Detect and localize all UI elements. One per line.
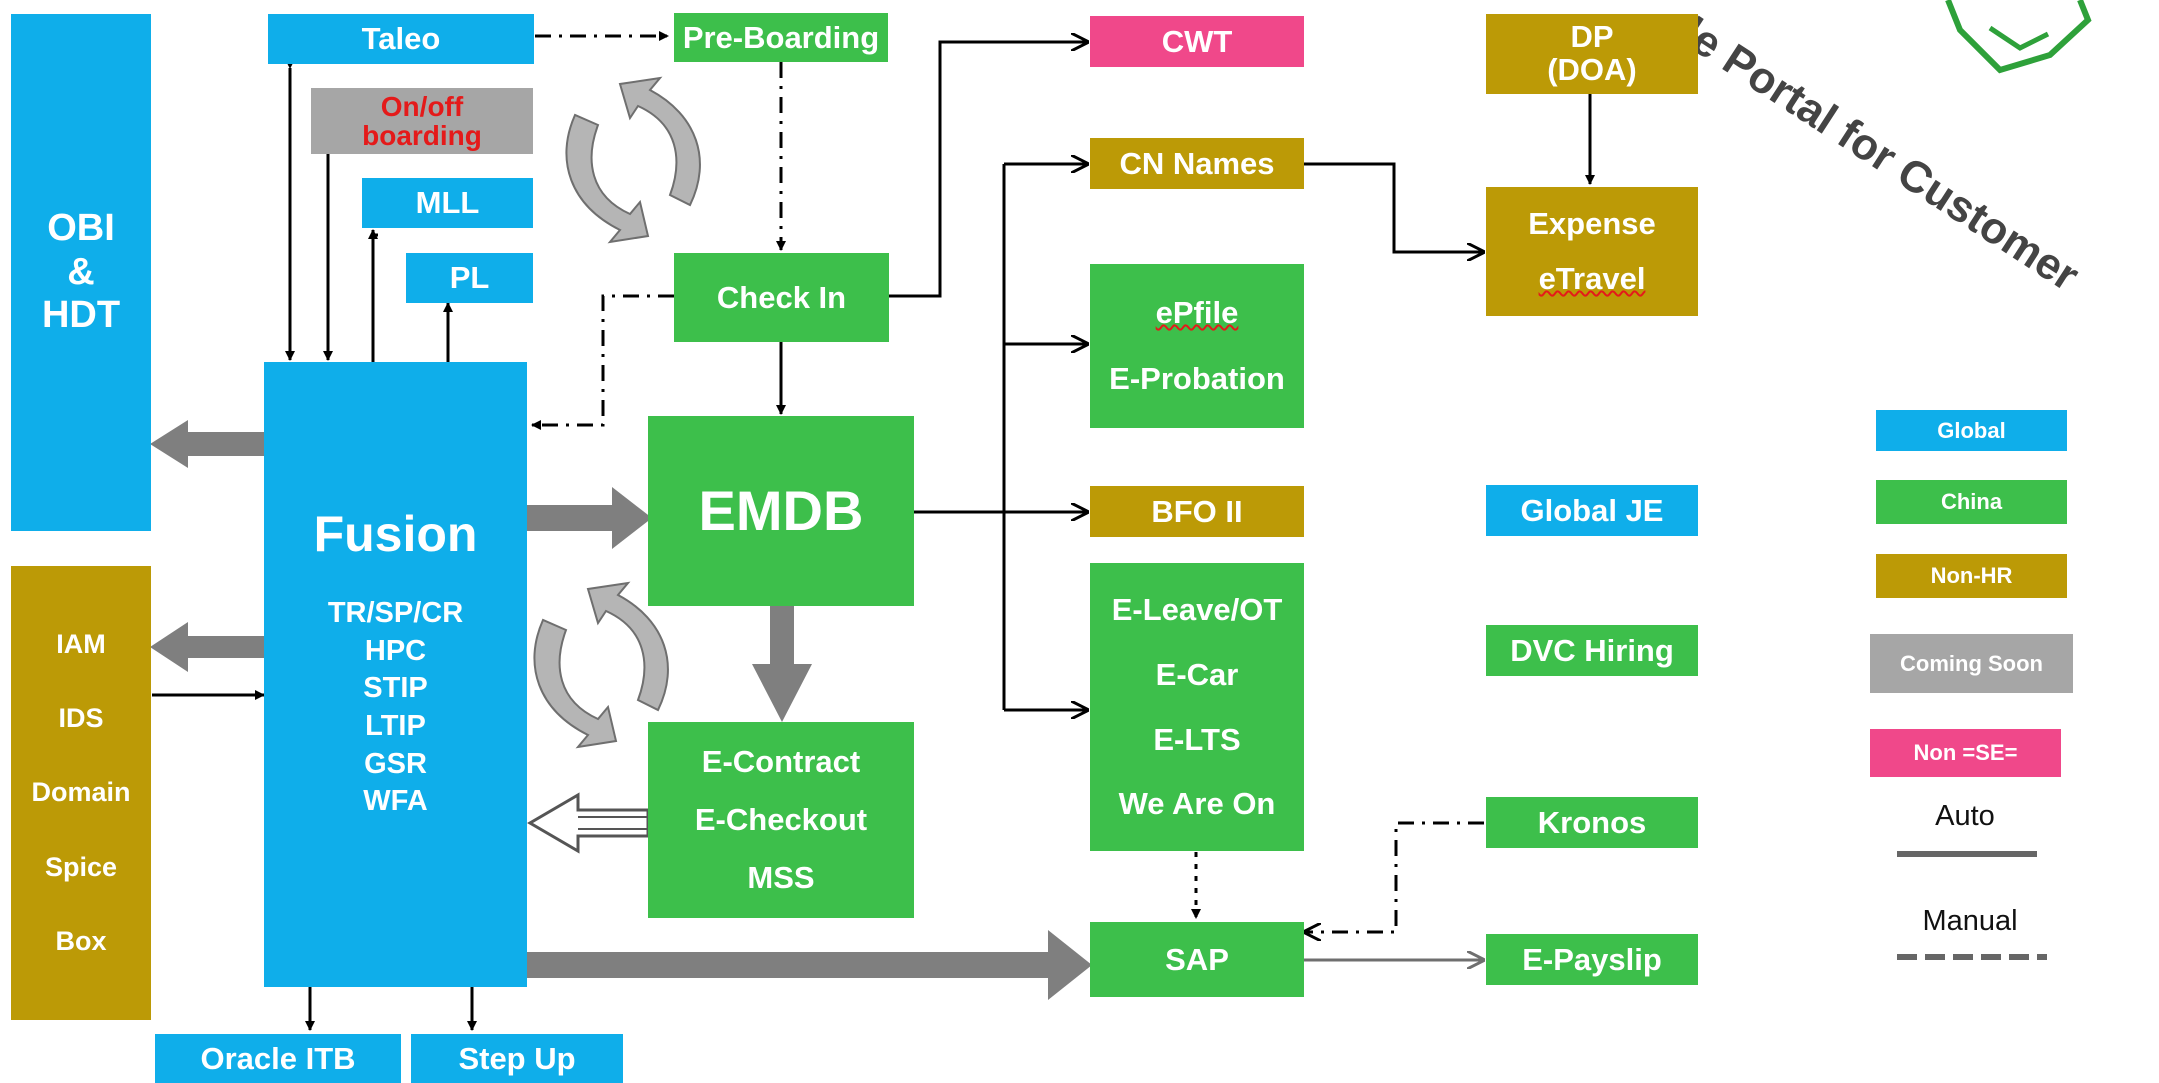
emdb-box: EMDB [648,416,914,606]
legend-auto-label: Auto [1935,800,1995,832]
check-in-box: Check In [674,253,889,342]
connector-kronos-sap [1304,821,1484,932]
connector-checkin-cwt [889,42,1088,298]
logo-icon [1945,0,2092,74]
e-payslip-box: E-Payslip [1486,934,1698,985]
on-off-boarding-box: On/off boarding [311,88,533,154]
cycle-icon-middle [533,581,669,749]
big-arrow-fusion-emdb [527,487,652,549]
bfo-ii-box: BFO II [1090,486,1304,537]
fusion-box: Fusion TR/SP/CR HPC STIP LTIP GSR WFA [264,362,527,987]
pl-box: PL [406,253,533,303]
hollow-arrow-econtract-fusion [527,792,650,854]
big-arrow-fusion-sap [527,930,1092,1000]
expense-box: Expense eTravel [1486,187,1698,316]
big-arrow-emdb-econtract [752,606,812,722]
legend-non-se: Non =SE= [1870,729,2061,777]
pre-boarding-box: Pre-Boarding [674,13,888,62]
iam-group-box: IAM IDS Domain Spice Box [11,566,151,1020]
fusion-title: Fusion [313,506,478,562]
obi-hdt-box: OBI & HDT [11,14,151,531]
legend-global: Global [1876,410,2067,451]
cycle-icon-top [565,76,701,244]
e-contract-box: E-Contract E-Checkout MSS [648,722,914,918]
legend-china: China [1876,480,2067,524]
dp-doa-box: DP (DOA) [1486,14,1698,94]
legend-coming-soon: Coming Soon [1870,634,2073,693]
dvc-hiring-box: DVC Hiring [1486,625,1698,676]
cn-names-box: CN Names [1090,138,1304,189]
legend-manual-label: Manual [1922,905,2018,937]
taleo-box: Taleo [268,14,534,64]
sap-box: SAP [1090,922,1304,997]
global-je-box: Global JE [1486,485,1698,536]
big-arrow-fusion-obi [150,420,264,468]
connector-checkin-fusion [531,294,674,430]
oracle-itb-box: Oracle ITB [155,1034,401,1083]
epfile-box: ePfile E-Probation [1090,264,1304,428]
cwt-box: CWT [1090,16,1304,67]
mll-box: MLL [362,178,533,228]
e-leave-box: E-Leave/OT E-Car E-LTS We Are On [1090,563,1304,851]
connector-cnnames-expense [1304,162,1484,252]
big-arrow-fusion-iam [150,622,264,672]
legend-non-hr: Non-HR [1876,554,2067,598]
step-up-box: Step Up [411,1034,623,1083]
kronos-box: Kronos [1486,797,1698,848]
